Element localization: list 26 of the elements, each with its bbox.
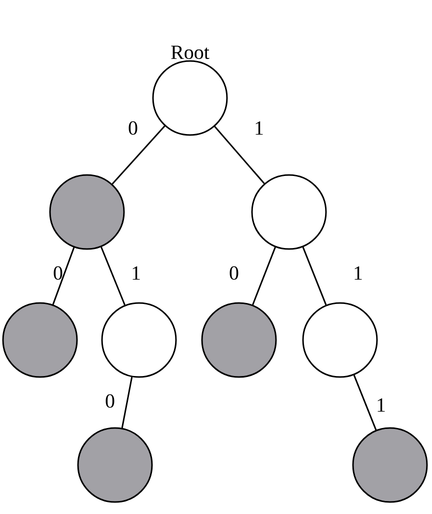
edge-line (112, 126, 166, 184)
edge-line (353, 374, 377, 430)
edge-label: 0 (54, 266, 62, 280)
edge-line (121, 376, 133, 428)
tree-node (201, 302, 277, 378)
edge-line (252, 246, 276, 306)
tree-node: Root (152, 46, 228, 136)
edge-label: 1 (354, 266, 362, 280)
edge-label: 1 (132, 266, 140, 280)
node-label: Root (171, 46, 210, 60)
edge-line (214, 126, 265, 184)
tree-node (251, 174, 327, 250)
edge-label: 0 (230, 266, 238, 280)
tree-node (77, 427, 153, 503)
edge-label: 0 (128, 121, 138, 135)
edge-line (52, 247, 75, 305)
tree-node (302, 302, 378, 378)
edge-label: 1 (256, 121, 263, 135)
edge-line (302, 246, 327, 306)
edge-label: 1 (378, 398, 385, 412)
tree-node (2, 302, 78, 378)
tree-node (49, 174, 125, 250)
edge-label: 0 (106, 394, 114, 408)
edge-line (100, 246, 126, 306)
tree-node (352, 427, 428, 503)
tree-node (101, 302, 177, 378)
